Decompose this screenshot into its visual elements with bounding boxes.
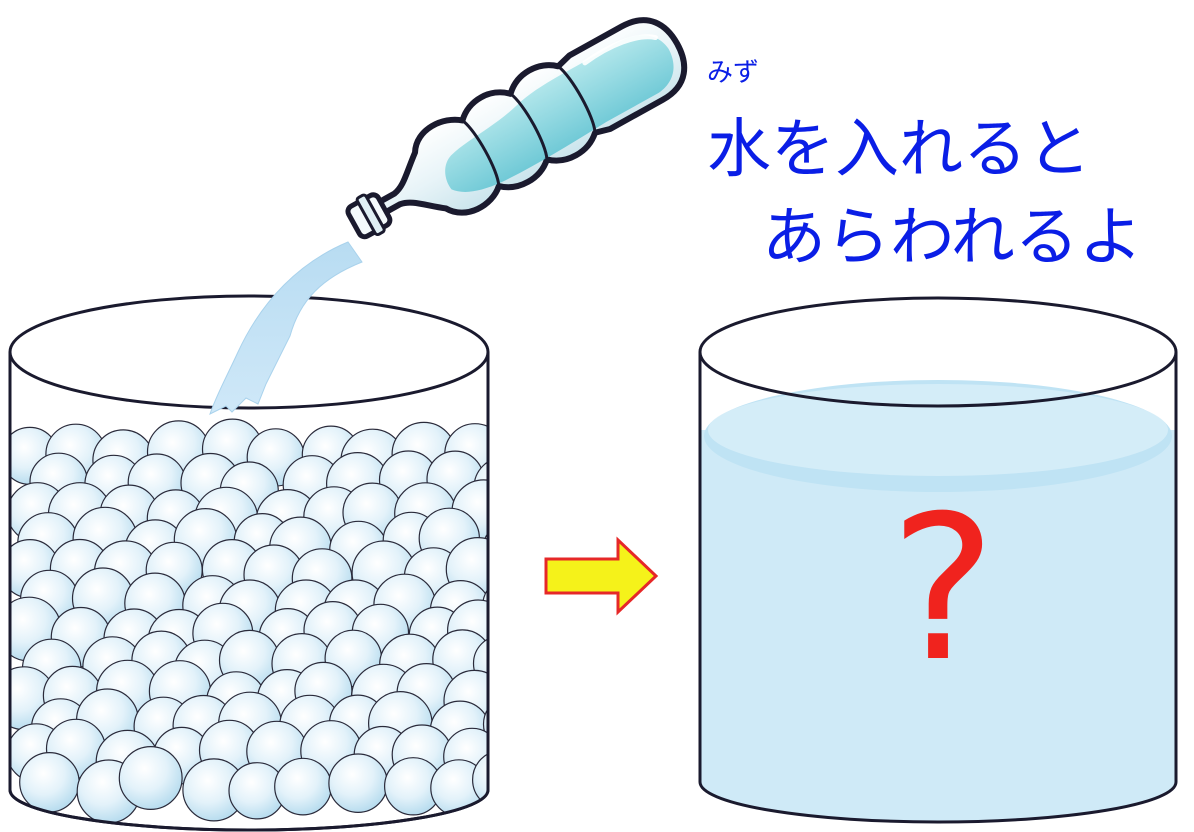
water-bead — [118, 745, 183, 810]
right-jar-water — [700, 430, 1176, 822]
water-bead — [274, 757, 332, 816]
water-bead — [481, 575, 488, 639]
left-jar-outline — [8, 352, 490, 832]
right-jar — [698, 296, 1178, 824]
water-bead — [482, 520, 488, 580]
water-stream — [209, 241, 363, 415]
water-bead-pile — [10, 418, 488, 824]
caption-line-2: あらわれるよ — [762, 201, 1143, 275]
mystery-mark: ? — [889, 473, 997, 706]
water-bead — [19, 751, 80, 813]
caption-line-1: 水を入れると — [707, 113, 1091, 187]
water-bead — [328, 753, 388, 814]
arrow-right-icon — [544, 536, 659, 616]
left-jar — [8, 294, 490, 832]
right-jar-outline — [698, 352, 1178, 824]
water-bottle-icon — [345, 17, 688, 240]
water-bead — [482, 695, 488, 754]
right-jar-rim — [698, 296, 1178, 408]
left-jar-rim — [8, 294, 490, 410]
caption-ruby: みず — [707, 58, 760, 88]
